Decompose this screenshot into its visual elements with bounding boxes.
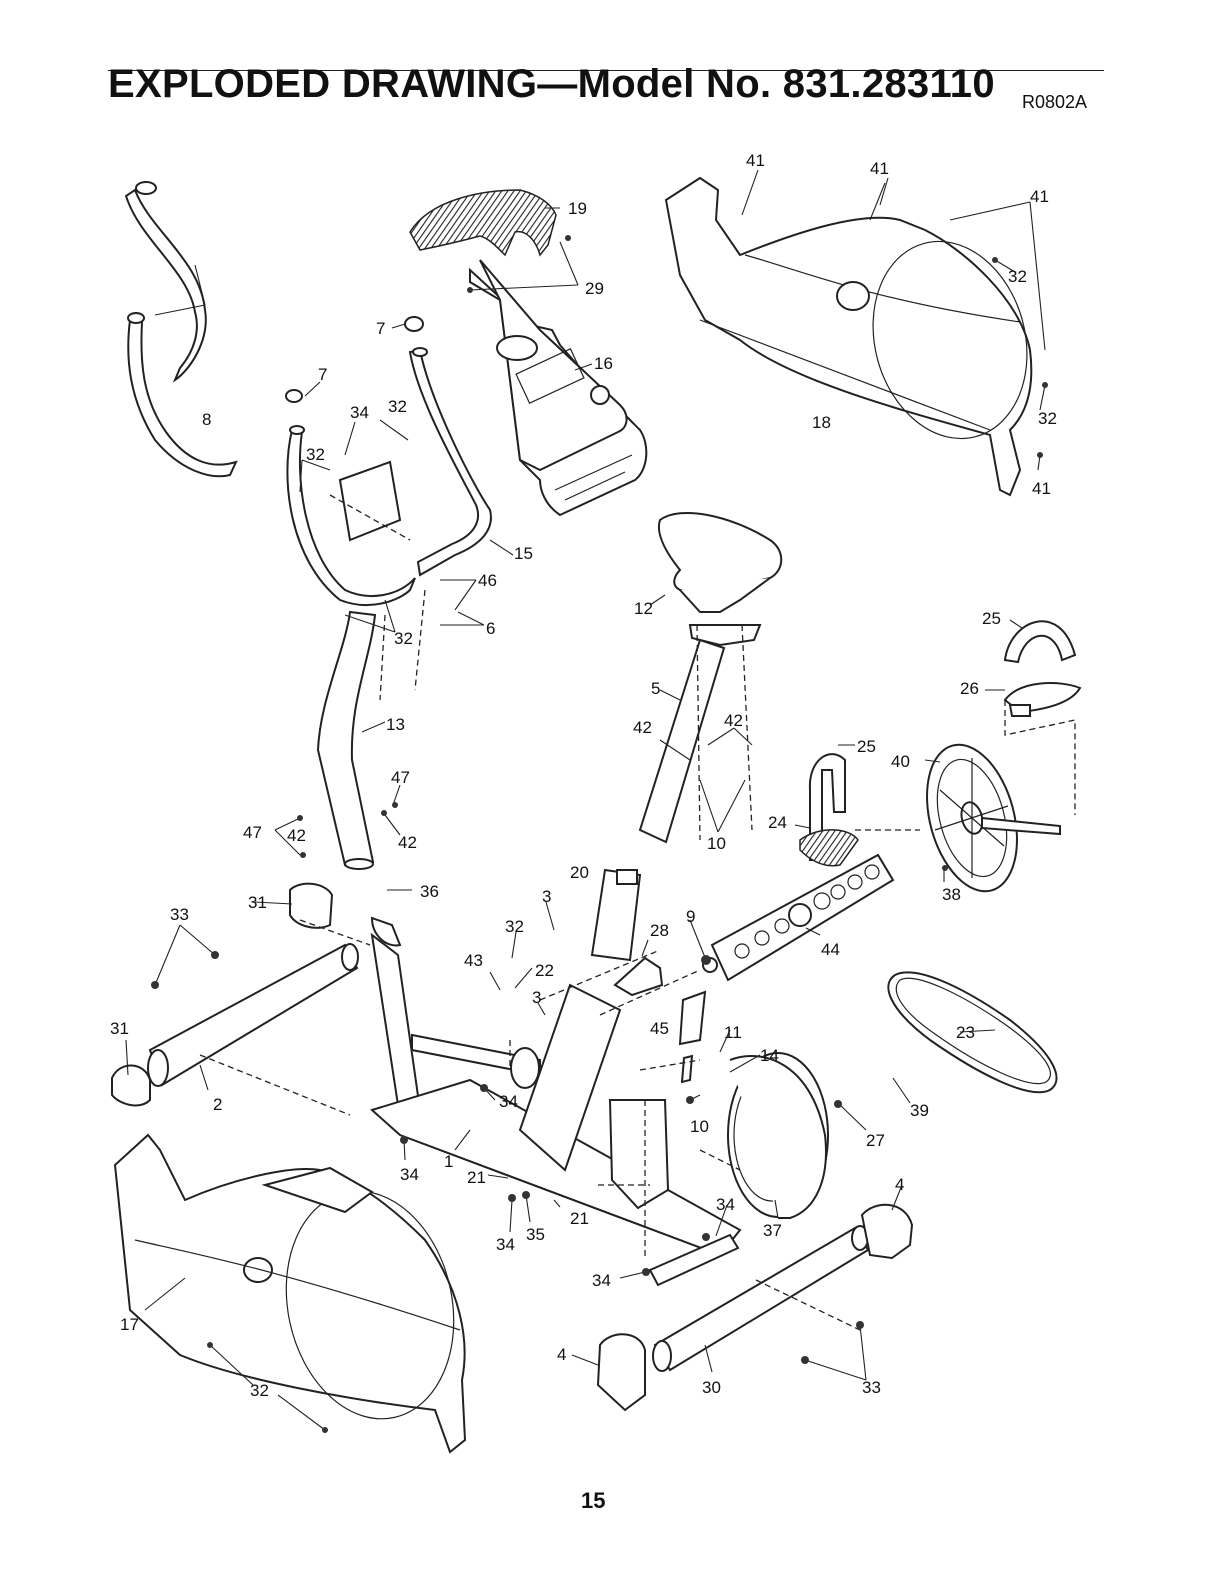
left-side-shield-part — [115, 1135, 474, 1452]
callout-41: 41 — [870, 159, 889, 178]
callout-29: 29 — [585, 279, 604, 298]
callout-42: 42 — [287, 826, 306, 845]
brake-bracket-part — [680, 992, 705, 1082]
crank-part — [800, 830, 858, 866]
callout-10: 10 — [707, 834, 726, 853]
callout-13: 13 — [386, 715, 405, 734]
callout-32: 32 — [388, 397, 407, 416]
callout-17: 17 — [120, 1315, 139, 1334]
page-number: 15 — [581, 1488, 605, 1514]
seat-part — [659, 513, 781, 612]
callout-44: 44 — [821, 940, 840, 959]
callout-28: 28 — [650, 921, 669, 940]
callout-8: 8 — [202, 410, 211, 429]
callout-6: 6 — [486, 619, 495, 638]
callout-1: 1 — [444, 1152, 453, 1171]
console-shroud-part — [410, 190, 556, 255]
callout-32: 32 — [1038, 409, 1057, 428]
callout-16: 16 — [594, 354, 613, 373]
callout-46: 46 — [478, 571, 497, 590]
callout-14: 14 — [760, 1046, 779, 1065]
callout-34: 34 — [592, 1271, 611, 1290]
callout-11: 11 — [724, 1023, 742, 1042]
callout-34: 34 — [716, 1195, 735, 1214]
callout-42: 42 — [633, 718, 652, 737]
callout-15: 15 — [514, 544, 533, 563]
pulley-part — [912, 735, 1060, 902]
callout-47: 47 — [243, 823, 262, 842]
bearing-set-part — [703, 855, 893, 980]
callout-31: 31 — [248, 893, 267, 912]
right-side-shield-part — [666, 178, 1048, 495]
callout-32: 32 — [505, 917, 524, 936]
callout-7: 7 — [376, 319, 385, 338]
callout-18: 18 — [812, 413, 831, 432]
callout-4: 4 — [557, 1345, 566, 1364]
callout-32: 32 — [394, 629, 413, 648]
callout-33: 33 — [170, 905, 189, 924]
callout-40: 40 — [891, 752, 910, 771]
front-stabilizer-part — [112, 884, 358, 1106]
callout-10: 10 — [690, 1117, 709, 1136]
callout-42: 42 — [398, 833, 417, 852]
callout-32: 32 — [250, 1381, 269, 1400]
callout-36: 36 — [420, 882, 439, 901]
callout-33: 33 — [862, 1378, 881, 1397]
callout-43: 43 — [464, 951, 483, 970]
callout-21: 21 — [570, 1209, 589, 1228]
resistance-bracket-part — [592, 870, 640, 960]
callout-30: 30 — [702, 1378, 721, 1397]
callout-26: 26 — [960, 679, 979, 698]
callout-32: 32 — [306, 445, 325, 464]
callout-2: 2 — [213, 1095, 222, 1114]
callout-5: 5 — [651, 679, 660, 698]
callout-4: 4 — [895, 1175, 904, 1194]
callout-3: 3 — [532, 988, 541, 1007]
callout-19: 19 — [568, 199, 587, 218]
callout-41: 41 — [1032, 479, 1051, 498]
callout-31: 31 — [110, 1019, 129, 1038]
callout-27: 27 — [866, 1131, 885, 1150]
callout-24: 24 — [768, 813, 787, 832]
flywheel-part — [728, 1053, 828, 1218]
end-cap-part — [286, 317, 423, 402]
callout-25: 25 — [857, 737, 876, 756]
handlebar-tube-part — [126, 182, 236, 476]
main-frame-part — [372, 918, 740, 1285]
callout-41: 41 — [1030, 187, 1049, 206]
callout-25: 25 — [982, 609, 1001, 628]
callout-35: 35 — [526, 1225, 545, 1244]
callout-39: 39 — [910, 1101, 929, 1120]
pedal-part — [1005, 683, 1080, 716]
callout-47: 47 — [391, 768, 410, 787]
callout-45: 45 — [650, 1019, 669, 1038]
callout-34: 34 — [499, 1092, 518, 1111]
callout-42: 42 — [724, 711, 743, 730]
callout-12: 12 — [634, 599, 653, 618]
callout-41: 41 — [746, 151, 765, 170]
callout-34: 34 — [400, 1165, 419, 1184]
console-part — [470, 260, 646, 515]
upper-handlebar-part — [287, 348, 491, 605]
callout-34: 34 — [350, 403, 369, 422]
callout-3: 3 — [542, 887, 551, 906]
callout-34: 34 — [496, 1235, 515, 1254]
callout-23: 23 — [956, 1023, 975, 1042]
callout-21: 21 — [467, 1168, 486, 1187]
callout-20: 20 — [570, 863, 589, 882]
callout-22: 22 — [535, 961, 554, 980]
resistance-knob-part — [615, 958, 662, 995]
callout-37: 37 — [763, 1221, 782, 1240]
callout-38: 38 — [942, 885, 961, 904]
handlebar-post-part — [318, 612, 375, 869]
callout-9: 9 — [686, 907, 695, 926]
callout-32: 32 — [1008, 267, 1027, 286]
callout-7: 7 — [318, 365, 327, 384]
